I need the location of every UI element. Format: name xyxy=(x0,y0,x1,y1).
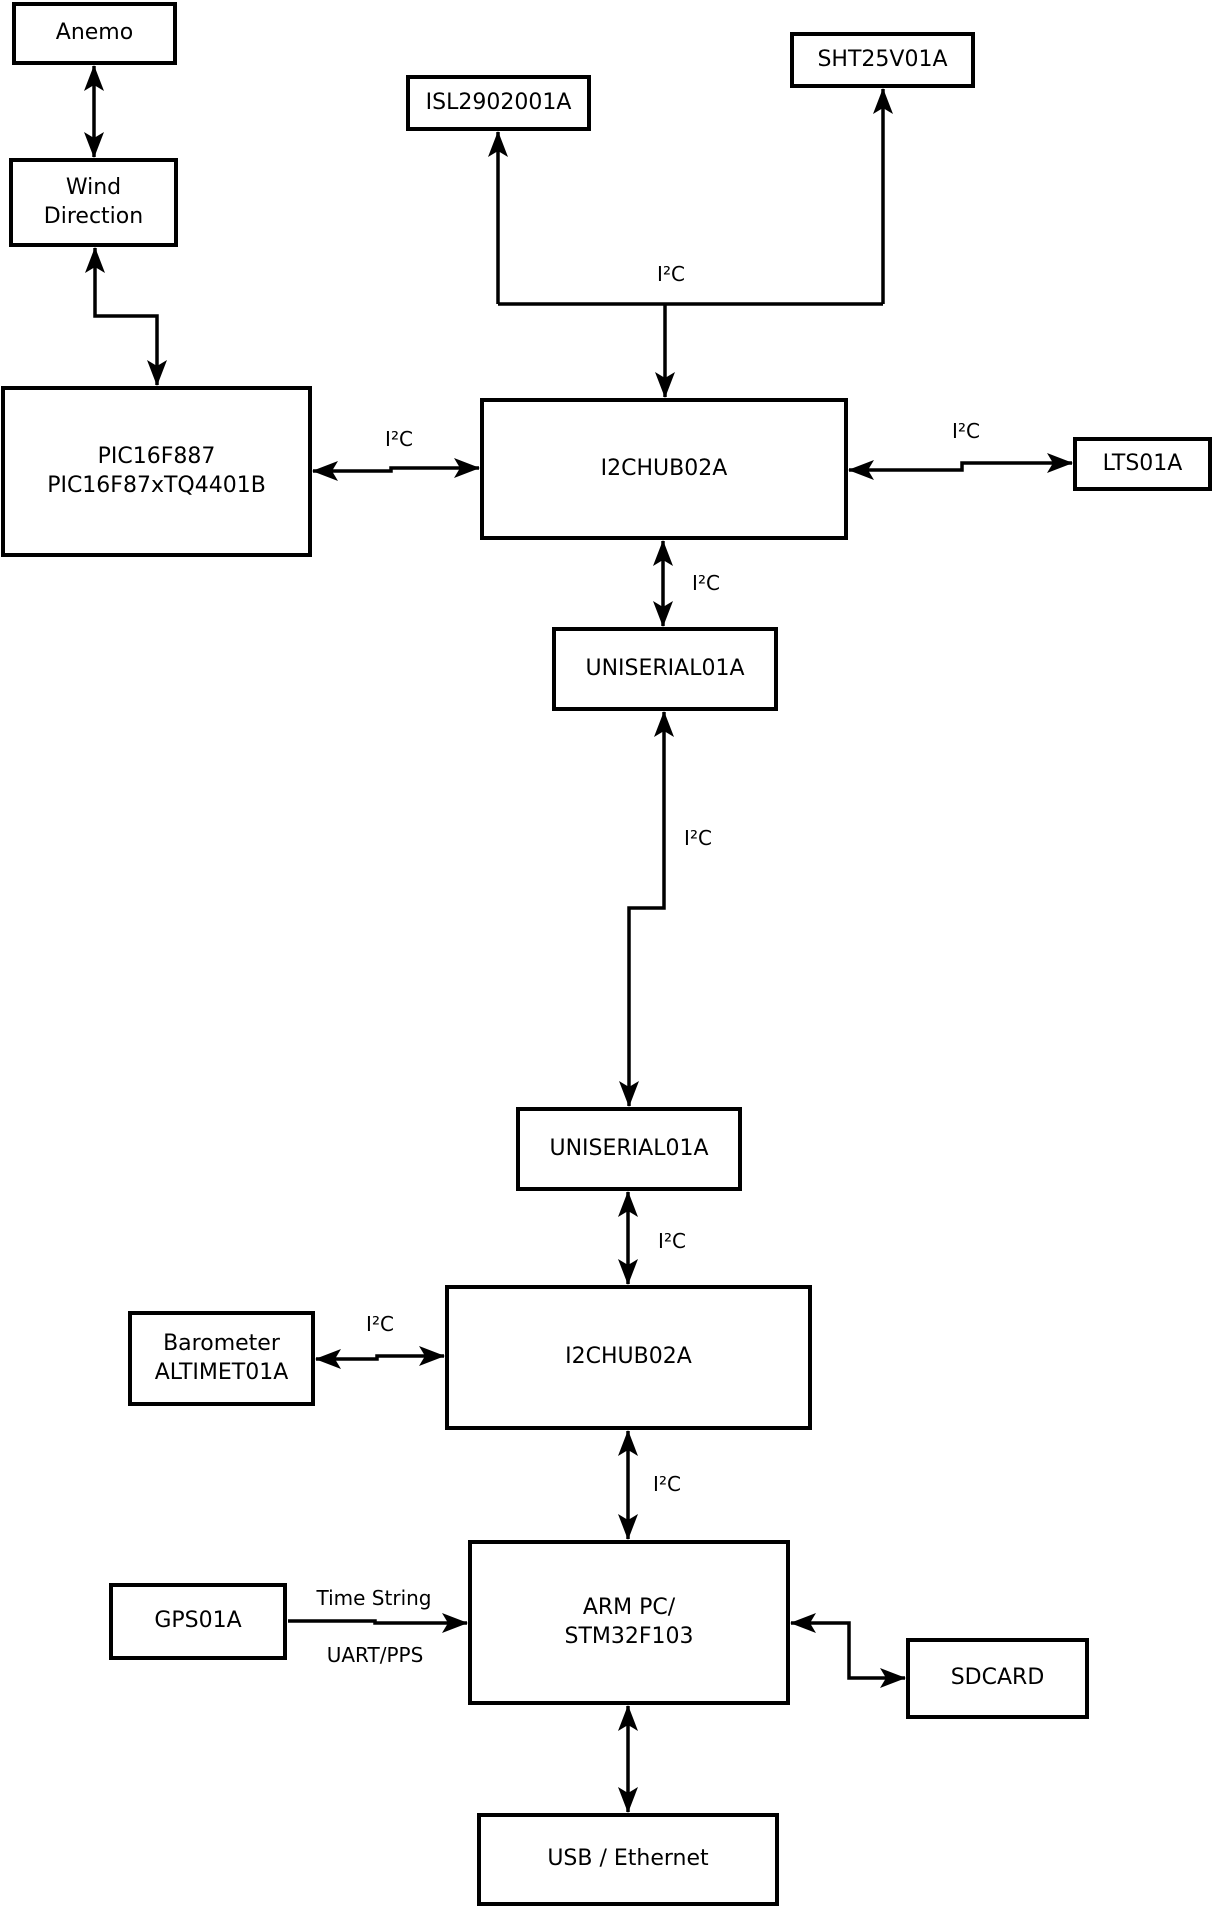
node-sht25v01a: SHT25V01A xyxy=(790,32,975,88)
node-pic16f887: PIC16F887 PIC16F87xTQ4401B xyxy=(1,386,312,557)
edge-pic-hub1 xyxy=(312,458,480,481)
edge-label-i2c-uniserial-link: I²C xyxy=(684,826,712,850)
edge-label-i2c-hub1-uniserial1: I²C xyxy=(692,571,720,595)
node-i2chub02a-bottom: I2CHUB02A xyxy=(445,1285,812,1430)
node-lts01a: LTS01A xyxy=(1073,437,1212,491)
node-sdcard: SDCARD xyxy=(906,1638,1089,1719)
node-isl2902001a: ISL2902001A xyxy=(406,75,591,131)
edge-label-i2c-uniserial2-hub2: I²C xyxy=(658,1229,686,1253)
edge-uniserial1-uniserial2 xyxy=(619,711,674,1107)
node-barometer-altimet01a: Barometer ALTIMET01A xyxy=(128,1311,315,1406)
node-gps01a: GPS01A xyxy=(109,1583,287,1660)
edge-arm-sdcard xyxy=(790,1613,906,1688)
node-wind-direction: Wind Direction xyxy=(9,158,178,247)
edge-label-i2c-pic-hub1: I²C xyxy=(385,427,413,451)
node-arm-pc-stm32f103: ARM PC/ STM32F103 xyxy=(468,1540,790,1705)
node-anemo: Anemo xyxy=(12,2,177,65)
node-i2chub02a-top: I2CHUB02A xyxy=(480,398,848,540)
edge-barometer-hub2 xyxy=(315,1346,445,1369)
edge-label-i2c-top-bus: I²C xyxy=(657,262,685,286)
edge-wind-pic xyxy=(85,247,167,386)
node-usb-ethernet: USB / Ethernet xyxy=(477,1813,779,1906)
edge-label-i2c-hub2-arm: I²C xyxy=(653,1472,681,1496)
edge-gps-arm xyxy=(288,1613,468,1633)
edge-label-time-string: Time String xyxy=(316,1586,432,1610)
edge-label-i2c-hub1-lts: I²C xyxy=(952,419,980,443)
edge-label-uart-pps: UART/PPS xyxy=(326,1643,424,1667)
edge-hub1-lts xyxy=(848,453,1073,480)
node-uniserial01a-bottom: UNISERIAL01A xyxy=(516,1107,742,1191)
edge-label-i2c-barometer-hub2: I²C xyxy=(366,1312,394,1336)
node-uniserial01a-top: UNISERIAL01A xyxy=(552,627,778,711)
